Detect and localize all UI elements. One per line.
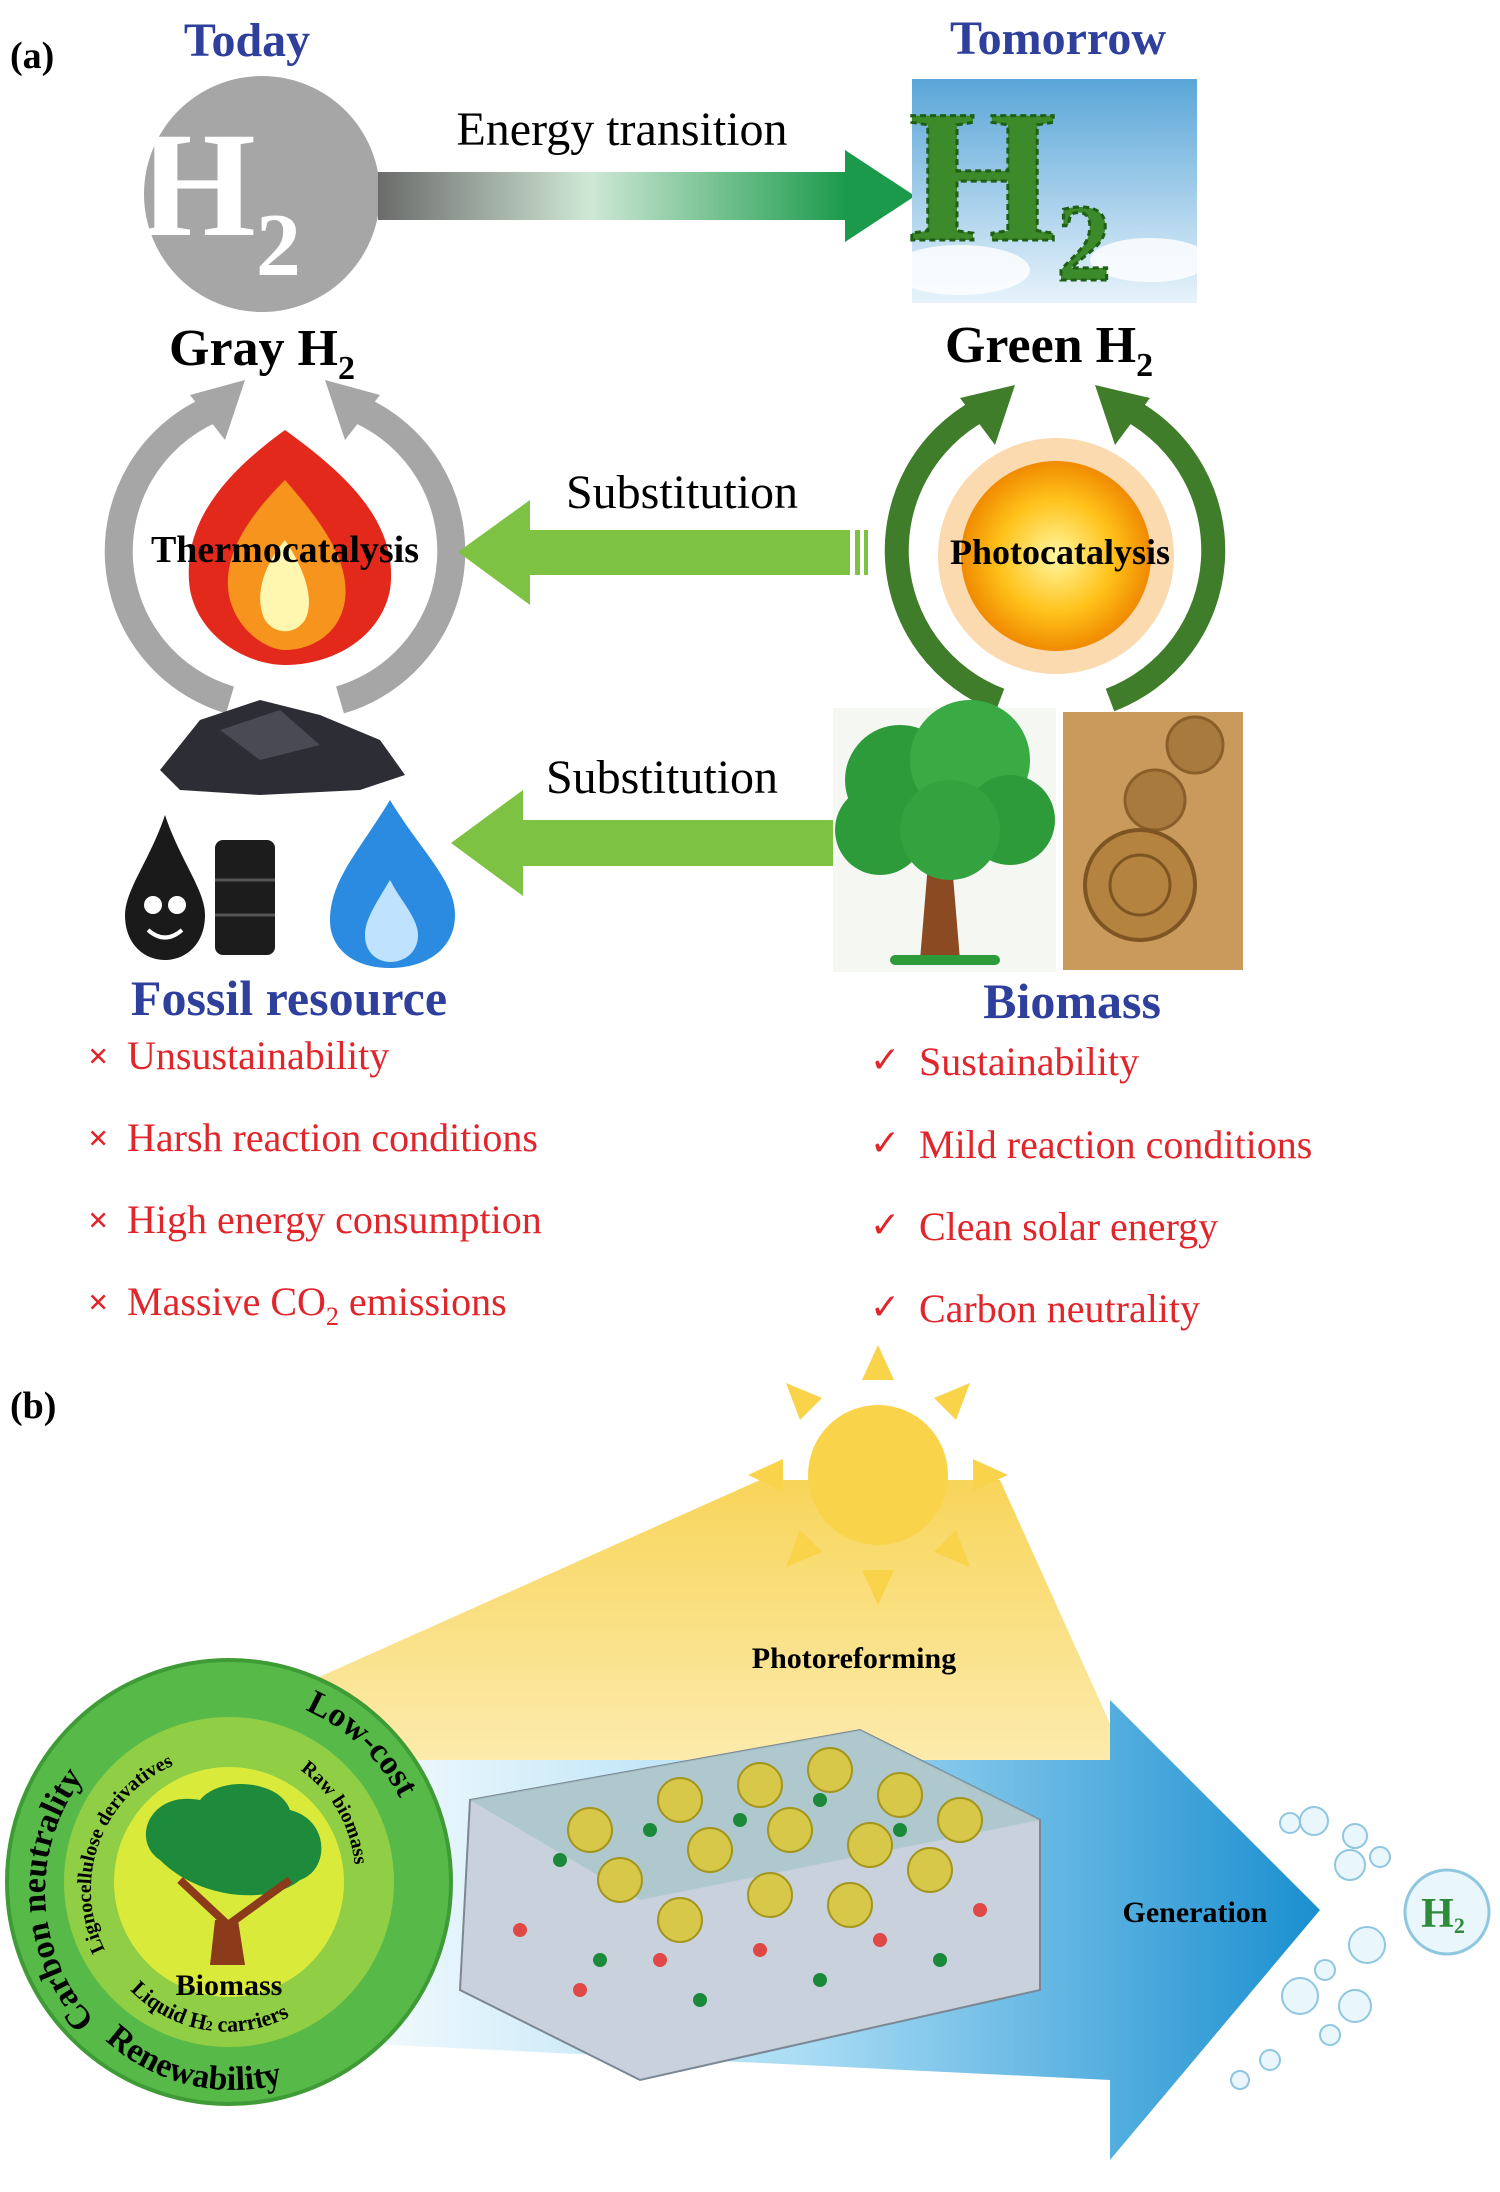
list-item: ✓ Sustainability xyxy=(870,1039,1139,1084)
svg-text:Massive CO2 emissions: Massive CO2 emissions xyxy=(127,1279,507,1331)
substitution-arrow-2 xyxy=(451,790,861,896)
biomass-center-label: Biomass xyxy=(176,1969,283,2002)
svg-text:Harsh reaction conditions: Harsh reaction conditions xyxy=(127,1115,538,1160)
oil-drop-icon xyxy=(125,815,205,960)
today-heading: Today xyxy=(184,14,310,67)
tomorrow-heading: Tomorrow xyxy=(950,12,1166,65)
svg-text:H2: H2 xyxy=(909,72,1112,304)
photocatalysis-cycle-icon xyxy=(884,385,1226,712)
substitution-arrow-1 xyxy=(458,500,868,605)
oil-barrel-icon xyxy=(215,840,275,955)
biomass-title: Biomass xyxy=(983,973,1161,1029)
gray-h2-label: Gray H2 xyxy=(169,320,355,387)
tree-icon xyxy=(145,1783,322,1965)
panel-a-label: (a) xyxy=(10,35,54,77)
energy-transition-arrow xyxy=(378,150,915,242)
green-h2-label: Green H2 xyxy=(945,317,1153,384)
svg-text:H2: H2 xyxy=(139,102,301,295)
photocatalyst-lattice-icon xyxy=(458,1728,1041,2082)
list-item: ✓ Mild reaction conditions xyxy=(870,1122,1312,1167)
cross-icon: × xyxy=(88,1200,109,1240)
svg-text:Unsustainability: Unsustainability xyxy=(127,1033,389,1078)
cross-icon: × xyxy=(88,1282,109,1322)
sunlight-beam xyxy=(290,1480,1140,1840)
svg-text:Mild reaction conditions: Mild reaction conditions xyxy=(919,1122,1312,1167)
list-item: ✓ Clean solar energy xyxy=(870,1204,1218,1249)
generation-label: Generation xyxy=(1123,1896,1268,1929)
check-icon: ✓ xyxy=(870,1205,900,1246)
svg-text:Carbon neutrality: Carbon neutrality xyxy=(919,1286,1200,1331)
biomass-circle-diagram: Biomass Carbon neutrality Low-cost Renew… xyxy=(5,1658,453,2106)
fossil-cons-list: × Unsustainability × Harsh reaction condit… xyxy=(88,1033,542,1331)
check-icon: ✓ xyxy=(870,1123,900,1164)
list-item: × Harsh reaction conditions xyxy=(88,1115,538,1160)
svg-text:Clean solar energy: Clean solar energy xyxy=(919,1204,1218,1249)
fossil-resource-title: Fossil resource xyxy=(131,970,447,1026)
svg-text:High energy consumption: High energy consumption xyxy=(127,1197,542,1242)
substitution-label-2: Substitution xyxy=(546,751,778,804)
svg-text:H2: H2 xyxy=(1421,1891,1465,1938)
panel-b-label: (b) xyxy=(10,1385,56,1427)
energy-transition-label: Energy transition xyxy=(456,103,787,156)
coal-icon xyxy=(160,700,405,795)
h2-bubbles-icon xyxy=(1230,1806,1391,2090)
sun-icon xyxy=(748,1345,1008,1605)
list-item: × Unsustainability xyxy=(88,1033,389,1078)
list-item: × Massive CO2 emissions xyxy=(88,1279,507,1331)
thermocatalysis-cycle-icon xyxy=(104,380,466,714)
h2-bubble-large: H2 xyxy=(1403,1868,1491,1956)
cross-icon: × xyxy=(88,1118,109,1158)
gas-flame-icon xyxy=(330,800,455,968)
tree-icon xyxy=(833,700,1056,972)
substitution-label-1: Substitution xyxy=(566,466,798,519)
check-icon: ✓ xyxy=(870,1040,900,1081)
photoreforming-label: Photoreforming xyxy=(752,1642,956,1675)
cross-icon: × xyxy=(88,1036,109,1076)
list-item: ✓ Carbon neutrality xyxy=(870,1286,1200,1331)
biomass-pros-list: ✓ Sustainability ✓ Mild reaction condition… xyxy=(870,1039,1312,1331)
hay-bales-icon xyxy=(1063,712,1243,970)
gray-h2-icon: H2 xyxy=(139,76,380,312)
list-item: × High energy consumption xyxy=(88,1197,542,1242)
check-icon: ✓ xyxy=(870,1287,900,1328)
thermocatalysis-label: Thermocatalysis xyxy=(151,529,419,571)
green-h2-icon: H2 xyxy=(890,71,1210,306)
svg-text:Sustainability: Sustainability xyxy=(919,1039,1139,1084)
photocatalysis-label: Photocatalysis xyxy=(950,532,1170,572)
